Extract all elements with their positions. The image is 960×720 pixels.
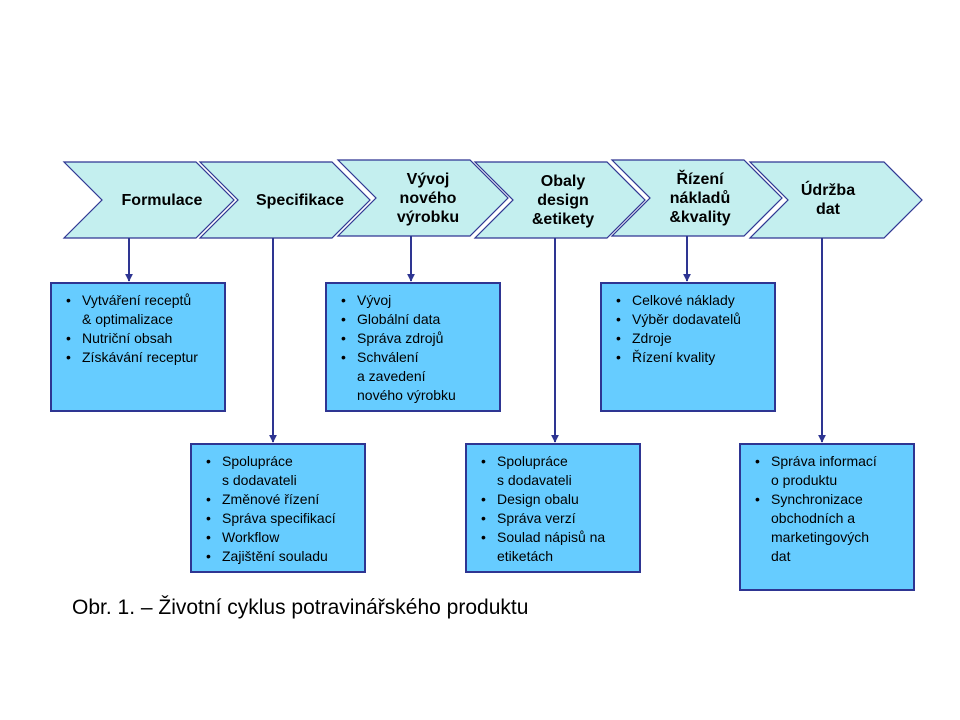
figure-caption: Obr. 1. – Životní cyklus potravinářského… <box>72 596 529 619</box>
box-obaly: Spolupráce s dodavateli Design obalu Spr… <box>465 443 641 573</box>
box-item: Vývoj <box>335 291 493 310</box>
box-item: Workflow <box>200 528 358 547</box>
stage-label-udrzba: Údržba dat <box>800 182 856 218</box>
box-item: Globální data <box>335 310 493 329</box>
stage-label-obaly: Obaly design &etikety <box>531 172 595 228</box>
box-item: Schválení a zavedení nového výrobku <box>335 348 493 405</box>
chevron-udrzba <box>748 161 923 239</box>
box-item: Zdroje <box>610 329 768 348</box>
chevron-formulace <box>62 161 235 239</box>
box-item: Celkové náklady <box>610 291 768 310</box>
box-item: Správa specifikací <box>200 509 358 528</box>
box-item: Zajištění souladu <box>200 547 358 566</box>
stage-label-formulace: Formulace <box>121 191 203 209</box>
box-specifikace: Spolupráce s dodavateli Změnové řízení S… <box>190 443 366 573</box>
box-item: Získávání receptur <box>60 348 218 367</box>
chevron-obaly <box>473 161 646 239</box>
box-item: Synchronizace obchodních a marketingovýc… <box>749 490 907 566</box>
box-udrzba: Správa informací o produktu Synchronizac… <box>739 443 915 591</box>
box-item: Vytváření receptů & optimalizace <box>60 291 218 329</box>
box-formulace: Vytváření receptů & optimalizace Nutričn… <box>50 282 226 412</box>
stage-label-rizeni: Řízení nákladů &kvality <box>669 170 731 226</box>
stage-label-specifikace: Specifikace <box>255 191 345 209</box>
chevron-specifikace <box>198 161 371 239</box>
box-vyvoj: Vývoj Globální data Správa zdrojů Schvál… <box>325 282 501 412</box>
box-item: Výběr dodavatelů <box>610 310 768 329</box>
box-rizeni: Celkové náklady Výběr dodavatelů Zdroje … <box>600 282 776 412</box>
chevron-vyvoj <box>336 159 509 237</box>
box-item: Řízení kvality <box>610 348 768 367</box>
box-item: Správa informací o produktu <box>749 452 907 490</box>
box-item: Správa zdrojů <box>335 329 493 348</box>
box-item: Spolupráce s dodavateli <box>475 452 633 490</box>
box-item: Nutriční obsah <box>60 329 218 348</box>
box-item: Změnové řízení <box>200 490 358 509</box>
box-item: Design obalu <box>475 490 633 509</box>
box-item: Soulad nápisů na etiketách <box>475 528 633 566</box>
stage-label-vyvoj: Vývoj nového výrobku <box>396 170 460 226</box>
box-item: Správa verzí <box>475 509 633 528</box>
box-item: Spolupráce s dodavateli <box>200 452 358 490</box>
chevron-rizeni <box>610 159 783 237</box>
